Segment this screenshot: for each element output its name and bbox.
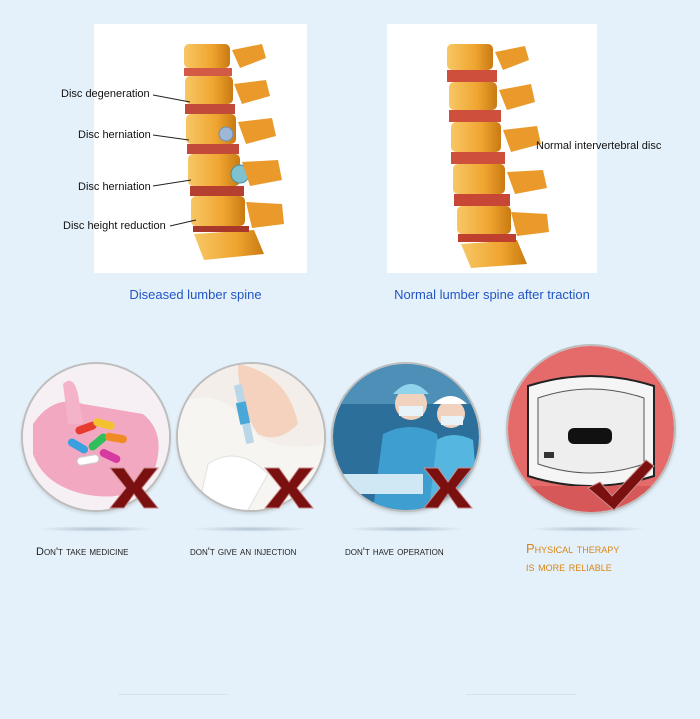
operation-shadow xyxy=(346,526,466,532)
x-mark-icon xyxy=(108,467,160,509)
check-mark-icon xyxy=(587,459,655,511)
x-mark-icon xyxy=(422,467,474,509)
therapy-circle xyxy=(506,344,676,516)
no-medicine-label: Don't take medicine xyxy=(36,546,129,558)
no-operation-label: don't have operation xyxy=(345,546,444,558)
injection-shadow xyxy=(191,526,311,532)
disc-herniation-label-2: Disc herniation xyxy=(78,181,151,193)
x-mark-icon xyxy=(263,467,315,509)
physical-therapy-label-line2: is more reliable xyxy=(526,559,612,574)
diseased-spine-caption: Diseased lumber spine xyxy=(129,287,262,302)
normal-disc-label: Normal intervertebral disc xyxy=(536,140,662,152)
medicine-shadow xyxy=(36,526,156,532)
normal-spine-illustration xyxy=(447,44,549,268)
therapy-shadow xyxy=(528,526,648,532)
physical-therapy-label: Physical therapy is more reliable xyxy=(526,540,619,576)
no-injection-label: don't give an injection xyxy=(190,546,297,558)
diseased-spine-panel xyxy=(94,24,307,273)
physical-therapy-label-line1: Physical therapy xyxy=(526,541,620,556)
normal-spine-caption: Normal lumber spine after traction xyxy=(394,287,590,302)
footer-divider-left xyxy=(118,694,228,695)
traction-belt-image xyxy=(508,346,674,512)
disc-degeneration-label: Disc degeneration xyxy=(61,88,150,100)
medicine-circle xyxy=(21,362,171,512)
disc-height-reduction-label: Disc height reduction xyxy=(63,220,166,232)
normal-spine-panel xyxy=(387,24,597,273)
disc-herniation-label-1: Disc herniation xyxy=(78,129,151,141)
diseased-spine-illustration xyxy=(152,44,284,260)
pills-in-hand-image xyxy=(23,364,169,510)
footer-divider-right xyxy=(466,694,576,695)
